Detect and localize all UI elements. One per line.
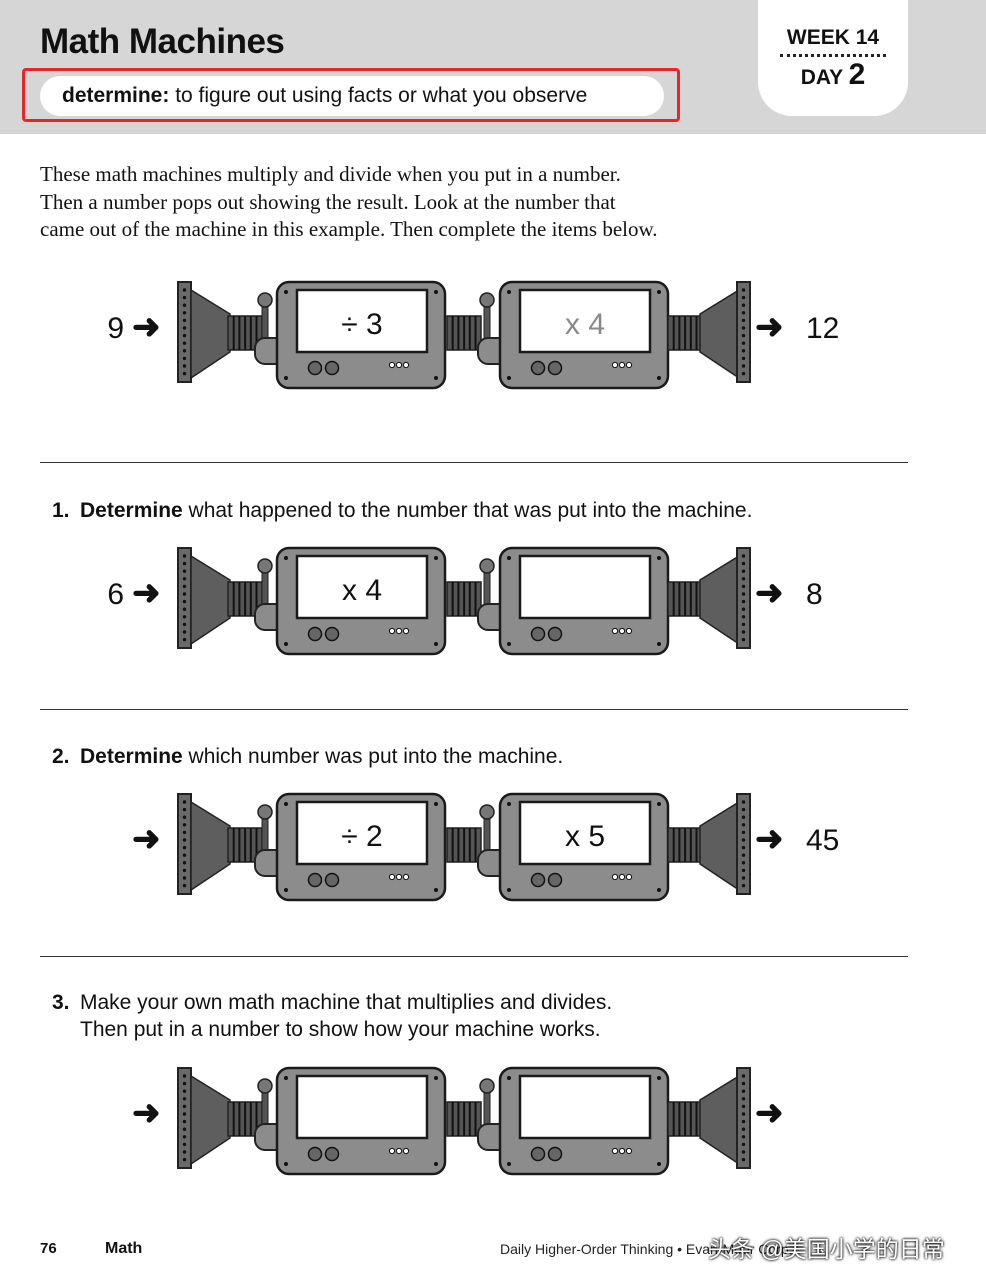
vocab-definition: determine: to figure out using facts or …	[40, 76, 664, 116]
arrow-right-icon: ➜	[132, 308, 161, 346]
example-machine: 9 ➜ ÷ 3 x 4 ➜ 12	[0, 280, 986, 392]
question-2: 2.Determine which number was put into th…	[52, 745, 564, 768]
machine-input: 6	[107, 578, 124, 611]
machine-icon	[177, 792, 751, 902]
vocab-word: determine:	[62, 84, 170, 107]
page-title: Math Machines	[40, 22, 285, 61]
question-1: 1.Determine what happened to the number …	[52, 499, 753, 522]
week-label: WEEK 14	[786, 26, 880, 49]
section-divider	[40, 956, 908, 957]
watermark: 头条 @美国小学的日常	[708, 1236, 945, 1262]
machine-icon	[177, 546, 751, 656]
dotted-divider	[780, 54, 886, 57]
machine-input: 9	[107, 312, 124, 345]
arrow-right-icon: ➜	[132, 574, 161, 612]
week-day-tab: WEEK 14 DAY 2	[758, 0, 908, 116]
machine-output: 45	[806, 824, 840, 857]
footer-subject: Math	[105, 1240, 143, 1257]
arrow-right-icon: ➜	[755, 820, 784, 858]
day-number: 2	[848, 58, 866, 91]
machine-operation-1: ÷ 3	[341, 308, 383, 341]
arrow-right-icon: ➜	[132, 820, 161, 858]
machine-operation-1: x 4	[341, 574, 383, 607]
machine-operation-1: ÷ 2	[341, 820, 383, 853]
question-1-machine: 6 ➜ x 4 ➜ 8	[0, 546, 986, 658]
section-divider	[40, 709, 908, 710]
page-number: 76	[40, 1240, 57, 1257]
arrow-right-icon: ➜	[755, 574, 784, 612]
question-2-machine: ➜ ÷ 2 x 5 ➜ 45	[0, 792, 986, 904]
machine-icon	[177, 280, 751, 390]
arrow-right-icon: ➜	[132, 1094, 161, 1132]
machine-operation-2: x 4	[564, 308, 606, 341]
section-divider	[40, 462, 908, 463]
machine-icon	[177, 1066, 751, 1176]
day-label: DAY 2	[800, 58, 866, 91]
machine-output: 12	[806, 312, 840, 345]
machine-operation-2: x 5	[564, 820, 606, 853]
question-3: 3.Make your own math machine that multip…	[52, 991, 613, 1041]
arrow-right-icon: ➜	[755, 308, 784, 346]
footer-book-title: Daily Higher-Order Thinking • Evan-Moor …	[500, 1241, 793, 1257]
vocab-highlight-box	[22, 68, 680, 122]
machine-output: 8	[806, 578, 823, 611]
arrow-right-icon: ➜	[755, 1094, 784, 1132]
intro-paragraph: These math machines multiply and divide …	[40, 162, 658, 241]
question-3-machine: ➜ ➜	[0, 1066, 986, 1178]
vocab-definition-text: to figure out using facts or what you ob…	[169, 84, 588, 107]
